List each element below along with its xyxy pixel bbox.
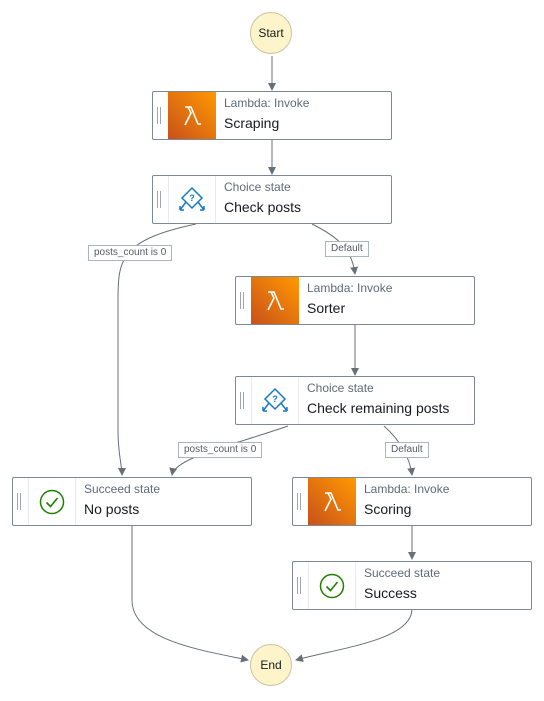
edge-label-posts-count-zero[interactable]: posts_count is 0 — [178, 442, 263, 458]
edge-success-end — [295, 608, 413, 663]
state-name: Scraping — [224, 115, 280, 131]
state-type: Lambda: Invoke — [307, 281, 393, 295]
drag-handle[interactable] — [153, 92, 168, 139]
state-type: Succeed state — [364, 566, 441, 580]
check-circle-icon — [308, 562, 356, 609]
edge-noposts-end — [131, 525, 249, 663]
state-scoring[interactable]: Lambda: Invoke Scoring — [292, 477, 532, 526]
state-name: Success — [364, 585, 417, 601]
edge-checkposts-noposts — [117, 223, 197, 476]
start-label: Start — [258, 26, 284, 40]
svg-text:?: ? — [189, 193, 195, 203]
state-sorter[interactable]: Lambda: Invoke Sorter — [235, 276, 475, 325]
drag-handle[interactable] — [293, 562, 308, 609]
drag-handle[interactable] — [153, 176, 168, 223]
check-circle-icon — [28, 478, 76, 525]
state-name: Check posts — [224, 199, 302, 215]
edge-label-default[interactable]: Default — [385, 442, 429, 458]
state-name: Scoring — [364, 501, 412, 517]
state-check-remaining-posts[interactable]: ? Choice state Check remaining posts — [235, 376, 475, 425]
end-label: End — [260, 658, 282, 672]
state-name: No posts — [84, 501, 140, 517]
state-type: Choice state — [224, 180, 291, 194]
start-node[interactable]: Start — [250, 12, 292, 54]
state-type: Lambda: Invoke — [364, 482, 450, 496]
lambda-icon — [168, 92, 216, 139]
state-check-posts[interactable]: ? Choice state Check posts — [152, 175, 392, 224]
lambda-icon — [251, 277, 299, 324]
end-node[interactable]: End — [250, 644, 292, 686]
lambda-icon — [308, 478, 356, 525]
drag-handle[interactable] — [13, 478, 28, 525]
edge-label-default[interactable]: Default — [325, 241, 369, 257]
state-name: Sorter — [307, 300, 346, 316]
state-no-posts[interactable]: Succeed state No posts — [12, 477, 252, 526]
edge-label-posts-count-zero[interactable]: posts_count is 0 — [88, 245, 173, 261]
state-scraping[interactable]: Lambda: Invoke Scraping — [152, 91, 392, 140]
choice-icon: ? — [251, 377, 299, 424]
state-success[interactable]: Succeed state Success — [292, 561, 532, 610]
state-type: Succeed state — [84, 482, 161, 496]
state-type: Choice state — [307, 381, 374, 395]
drag-handle[interactable] — [293, 478, 308, 525]
state-name: Check remaining posts — [307, 400, 450, 416]
svg-text:?: ? — [272, 394, 278, 404]
choice-icon: ? — [168, 176, 216, 223]
drag-handle[interactable] — [236, 277, 251, 324]
drag-handle[interactable] — [236, 377, 251, 424]
state-type: Lambda: Invoke — [224, 96, 310, 110]
